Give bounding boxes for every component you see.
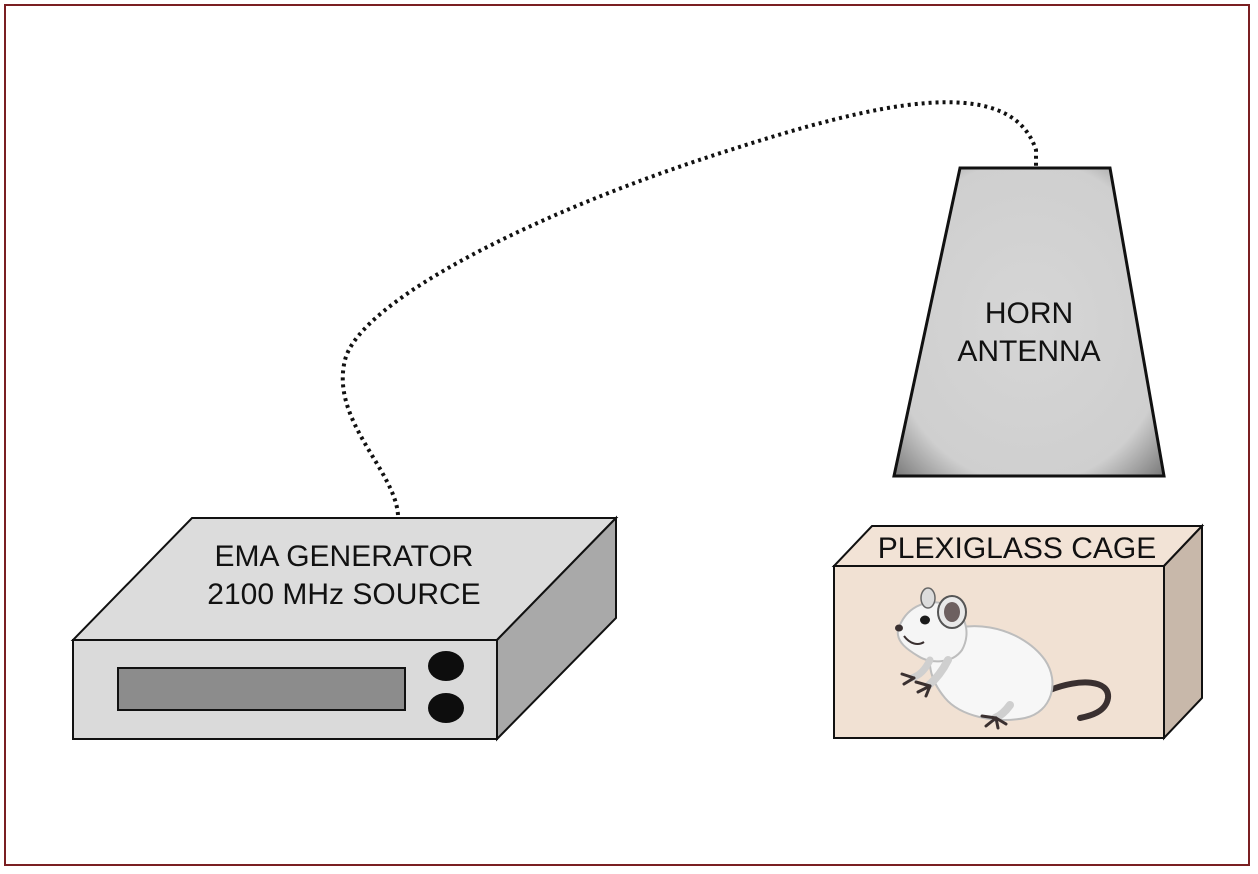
antenna-label-line1: HORN (985, 297, 1073, 330)
generator-knob-bottom (428, 693, 464, 723)
antenna-body (892, 166, 1166, 478)
rat-icon (895, 587, 1111, 730)
generator-knob-top (428, 651, 464, 681)
cage-label: PLEXIGLASS CAGE (878, 532, 1156, 565)
generator-label-line2: 2100 MHz SOURCE (207, 578, 480, 611)
generator-label-line1: EMA GENERATOR (215, 540, 474, 573)
antenna-label-line2: ANTENNA (957, 335, 1100, 368)
horn-antenna: HORN ANTENNA (892, 166, 1166, 478)
ema-generator: EMA GENERATOR 2100 MHz SOURCE (70, 515, 619, 742)
cable-line (340, 100, 1038, 516)
generator-display-panel (117, 667, 406, 711)
plexiglass-cage: PLEXIGLASS CAGE (831, 523, 1205, 741)
